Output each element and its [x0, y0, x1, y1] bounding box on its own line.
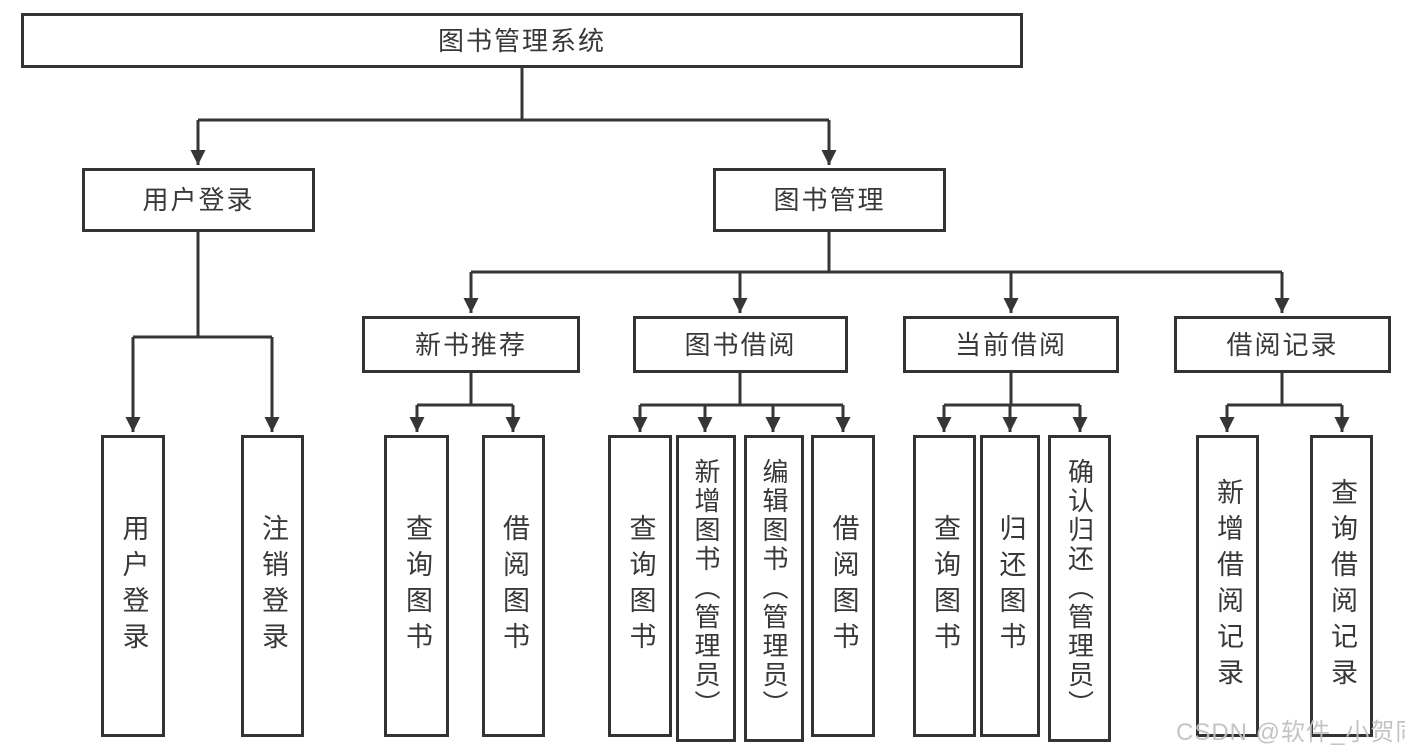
node-library-management-system: 图书管理系统	[21, 13, 1023, 68]
node-label: 图书管理系统	[437, 25, 606, 56]
node-label: 确认归还（管理员）	[1064, 458, 1095, 719]
node-user-login-action: 用户登录	[101, 435, 165, 737]
node-label: 图书借阅	[684, 329, 797, 360]
connector-book-borrowing-to-leaves	[632, 373, 851, 432]
node-label: 新增图书（管理员）	[691, 458, 721, 719]
watermark: CSDN @软件_小贺同学	[1176, 719, 1405, 746]
node-label: 借阅图书	[499, 514, 529, 658]
node-user-login: 用户登录	[82, 168, 315, 232]
connector-user-login-to-leaves	[125, 232, 280, 432]
node-add-books-admin: 新增图书（管理员）	[676, 435, 736, 742]
connector-borrowing-records-to-leaves	[1219, 373, 1350, 432]
node-query-books-borrowing: 查询图书	[608, 435, 672, 737]
connector-current-borrowing-to-leaves	[936, 373, 1088, 432]
node-label: 图书管理	[773, 185, 886, 215]
node-label: 查询借阅记录	[1327, 478, 1357, 694]
node-label: 借阅图书	[828, 514, 859, 658]
node-new-book-recommendation: 新书推荐	[362, 316, 580, 373]
connector-book-management-to-level3	[463, 232, 1290, 313]
connector-new-book-recommendation-to-leaves	[409, 373, 521, 432]
node-label: 查询图书	[625, 514, 656, 658]
node-edit-books-admin: 编辑图书（管理员）	[744, 435, 804, 742]
node-query-books-recommend: 查询图书	[384, 435, 449, 737]
node-label: 注销登录	[258, 514, 288, 658]
node-current-borrowing: 当前借阅	[903, 316, 1119, 373]
node-book-management: 图书管理	[713, 168, 946, 232]
node-label: 用户登录	[118, 514, 149, 658]
node-borrow-books-recommend: 借阅图书	[482, 435, 545, 737]
connector-root-to-level2	[190, 68, 837, 165]
node-book-borrowing: 图书借阅	[633, 316, 848, 373]
node-label: 归还图书	[995, 514, 1026, 658]
node-logout-action: 注销登录	[241, 435, 304, 737]
node-return-books: 归还图书	[980, 435, 1040, 737]
node-label: 编辑图书（管理员）	[759, 458, 789, 719]
node-borrowing-records: 借阅记录	[1174, 316, 1391, 373]
node-confirm-return-admin: 确认归还（管理员）	[1048, 435, 1111, 742]
node-add-borrowing-record: 新增借阅记录	[1196, 435, 1259, 737]
node-label: 新增借阅记录	[1213, 478, 1243, 694]
node-label: 当前借阅	[954, 329, 1067, 360]
node-query-borrowing-record: 查询借阅记录	[1310, 435, 1373, 737]
node-label: 新书推荐	[414, 329, 527, 360]
node-label: 查询图书	[402, 514, 432, 658]
node-borrow-books-borrowing: 借阅图书	[811, 435, 875, 737]
node-query-books-current: 查询图书	[913, 435, 976, 737]
node-label: 借阅记录	[1226, 329, 1339, 360]
node-label: 查询图书	[930, 514, 960, 658]
node-label: 用户登录	[142, 185, 255, 215]
